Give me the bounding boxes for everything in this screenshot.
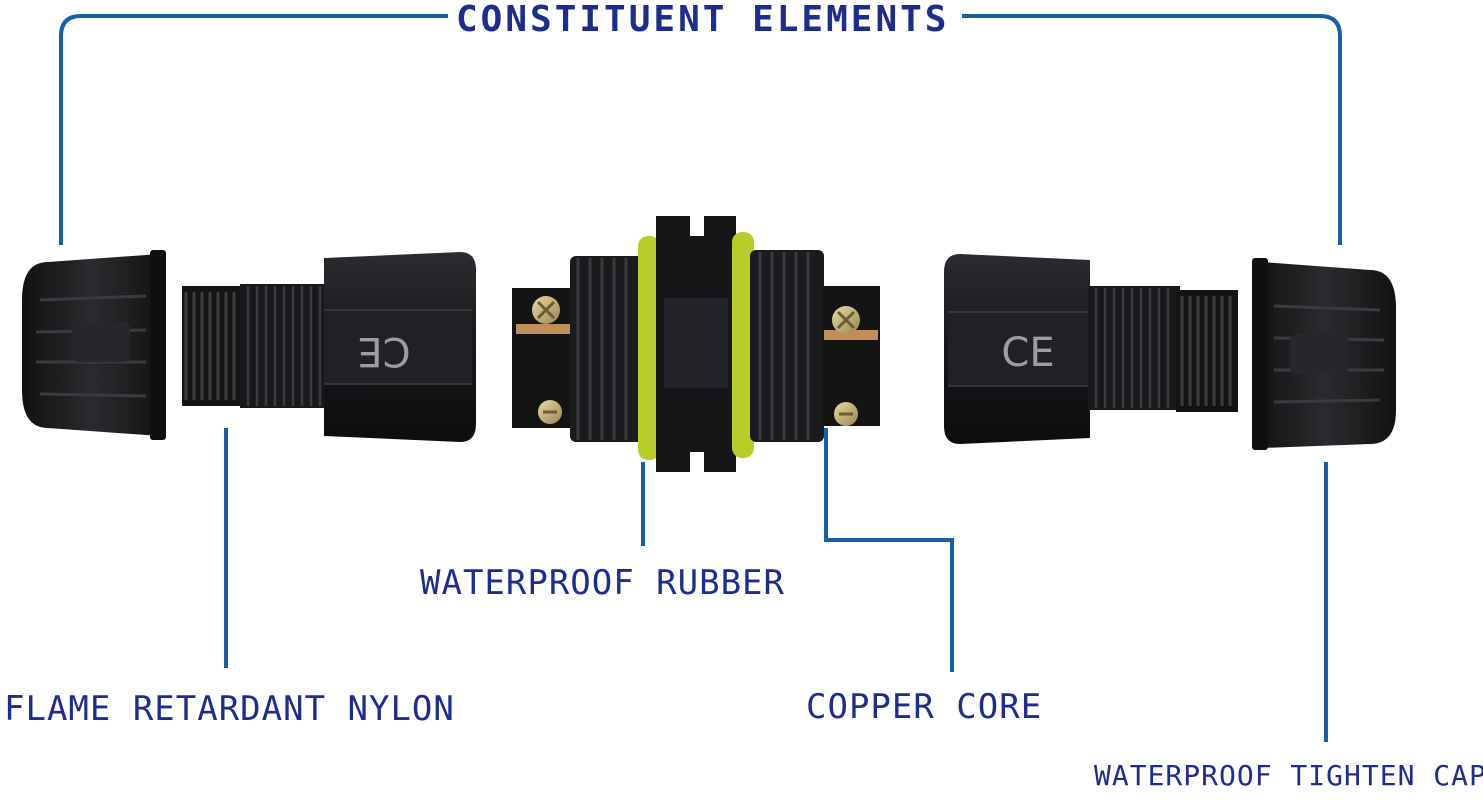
left-copper-terminal — [516, 324, 570, 334]
left-ce-mark: CE — [357, 328, 410, 374]
title-bracket-line — [59, 14, 1342, 245]
diagram-title: CONSTITUENT ELEMENTS — [452, 2, 954, 38]
right-ce-mark: CE — [1001, 330, 1054, 376]
center-coupler — [512, 216, 880, 472]
label-flame-retardant-nylon: FLAME RETARDANT NYLON — [4, 689, 455, 729]
left-rubber-ring — [638, 236, 660, 460]
copper-leader-line — [824, 428, 954, 672]
right-copper-terminal — [824, 330, 878, 340]
right-rubber-ring — [732, 232, 754, 458]
right-nylon-body: CE — [944, 254, 1238, 444]
label-copper-core: COPPER CORE — [806, 687, 1043, 727]
label-waterproof-tighten-cap: WATERPROOF TIGHTEN CAP — [1094, 759, 1483, 792]
left-nylon-body: CE — [182, 252, 476, 442]
label-waterproof-rubber: WATERPROOF RUBBER — [420, 563, 785, 603]
left-tighten-cap — [22, 250, 166, 440]
leader-lines — [59, 14, 1342, 742]
right-tighten-cap — [1252, 258, 1396, 450]
